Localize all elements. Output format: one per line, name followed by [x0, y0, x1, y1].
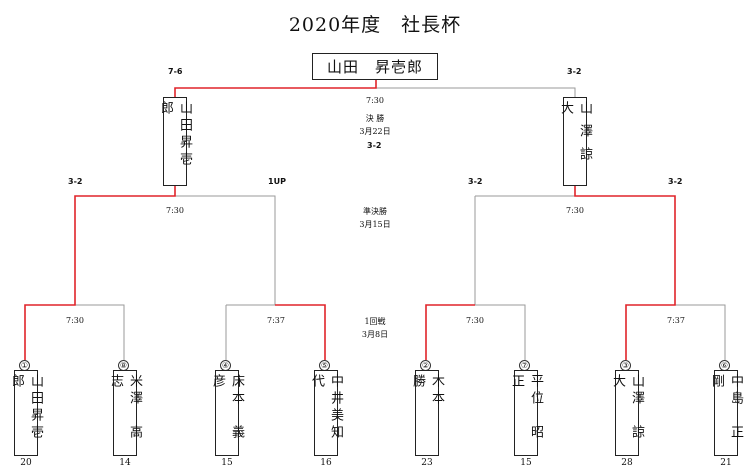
player-name: 米澤 高志: [108, 374, 142, 442]
player-handicap: 23: [421, 458, 433, 468]
semi-right-score-b: 3-2: [668, 177, 683, 186]
semi-right-score-a: 3-2: [468, 177, 483, 186]
player-handicap: 28: [621, 458, 633, 468]
semi-right-time: 7:30: [566, 206, 584, 215]
final-left-score: 7-6: [168, 67, 183, 76]
r1-match4-time: 7:37: [667, 316, 685, 325]
player-box: 米澤 高志: [108, 370, 142, 456]
semi-date: 3月15日: [359, 220, 391, 229]
finalist-right-box: 山澤諒大: [558, 97, 592, 186]
r1-match2-time: 7:37: [267, 316, 285, 325]
player-name: 山田昇壱郎: [9, 374, 43, 442]
player-handicap: 21: [720, 458, 732, 468]
final-score-below: 3-2: [367, 141, 382, 150]
finalist-right-name: 山澤諒大: [558, 101, 592, 170]
champion-box: 山田 昇壱郎: [312, 53, 438, 80]
player-handicap: 20: [20, 458, 32, 468]
final-date: 3月22日: [359, 127, 391, 136]
r1-round-label: 1回戦: [364, 317, 386, 326]
player-box: 山澤 諒大: [610, 370, 644, 456]
player-name: 山澤 諒大: [610, 374, 644, 442]
semi-left-time: 7:30: [166, 206, 184, 215]
finalist-left-box: 山田昇壱郎: [158, 97, 192, 186]
finalist-left-name: 山田昇壱郎: [158, 101, 192, 169]
player-box: 平位 昭正: [509, 370, 543, 456]
player-box: 中井美知代: [309, 370, 343, 456]
player-box: 中島 正剛: [709, 370, 743, 456]
final-time: 7:30: [366, 96, 384, 105]
player-handicap: 15: [520, 458, 532, 468]
player-name: 木本 勝: [410, 374, 444, 442]
bracket-lines-gray: [75, 87, 726, 360]
r1-match1-time: 7:30: [66, 316, 84, 325]
player-name: 平位 昭正: [509, 374, 543, 442]
final-right-score: 3-2: [567, 67, 582, 76]
player-box: 床本 義彦: [210, 370, 244, 456]
player-name: 床本 義彦: [210, 374, 244, 442]
player-box: 山田昇壱郎: [9, 370, 43, 456]
player-handicap: 14: [119, 458, 131, 468]
player-handicap: 15: [221, 458, 233, 468]
semi-left-score-b: 1UP: [268, 177, 286, 186]
semi-left-score-a: 3-2: [68, 177, 83, 186]
r1-date: 3月8日: [361, 330, 389, 339]
player-name: 中井美知代: [309, 374, 343, 442]
semi-round-label: 準決勝: [363, 207, 387, 216]
r1-match3-time: 7:30: [466, 316, 484, 325]
player-name: 中島 正剛: [709, 374, 743, 442]
final-round-label: 決 勝: [365, 114, 385, 123]
bracket-lines-red: [24, 80, 676, 360]
player-handicap: 16: [320, 458, 332, 468]
player-box: 木本 勝: [410, 370, 444, 456]
page-title: 2020年度 社長杯: [288, 14, 462, 36]
